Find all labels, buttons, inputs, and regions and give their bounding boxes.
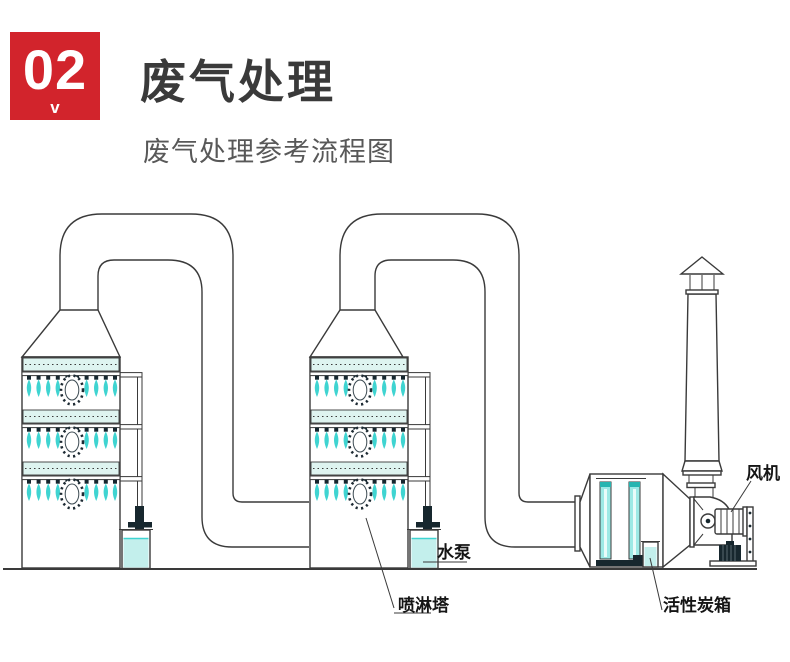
chevron-down-icon: v (50, 98, 60, 117)
page-title: 废气处理 (140, 56, 336, 108)
fan-drum (714, 506, 748, 537)
fan-label: 风机 (746, 463, 780, 483)
duct-tower2-to-carbon-box (339, 213, 575, 548)
spray-tower-label: 喷淋塔 (398, 595, 450, 615)
fan-leader-line (730, 480, 752, 513)
exhaust-fan (686, 482, 757, 567)
fan-motor (709, 541, 757, 567)
spray-tower-1 (22, 357, 153, 569)
page-subtitle: 废气处理参考流程图 (143, 137, 395, 167)
spray-tower-2 (310, 357, 441, 569)
chimney-stack (679, 256, 725, 483)
tower-1-hood (20, 309, 122, 358)
water-pump-label: 水泵 (437, 542, 471, 562)
activated-carbon-box (574, 472, 695, 569)
tower-2-hood (308, 309, 405, 358)
duct-tower1-to-tower2 (59, 213, 309, 548)
section-number-badge: 02 v (10, 32, 100, 120)
carbon-box-tank (641, 541, 660, 568)
rain-cap-icon (679, 256, 725, 290)
activated-carbon-box-label: 活性炭箱 (663, 595, 731, 615)
carbon-box-leader-line (649, 557, 663, 611)
badge-number: 02 (22, 38, 88, 101)
spray-tower-leader-line (365, 517, 395, 609)
